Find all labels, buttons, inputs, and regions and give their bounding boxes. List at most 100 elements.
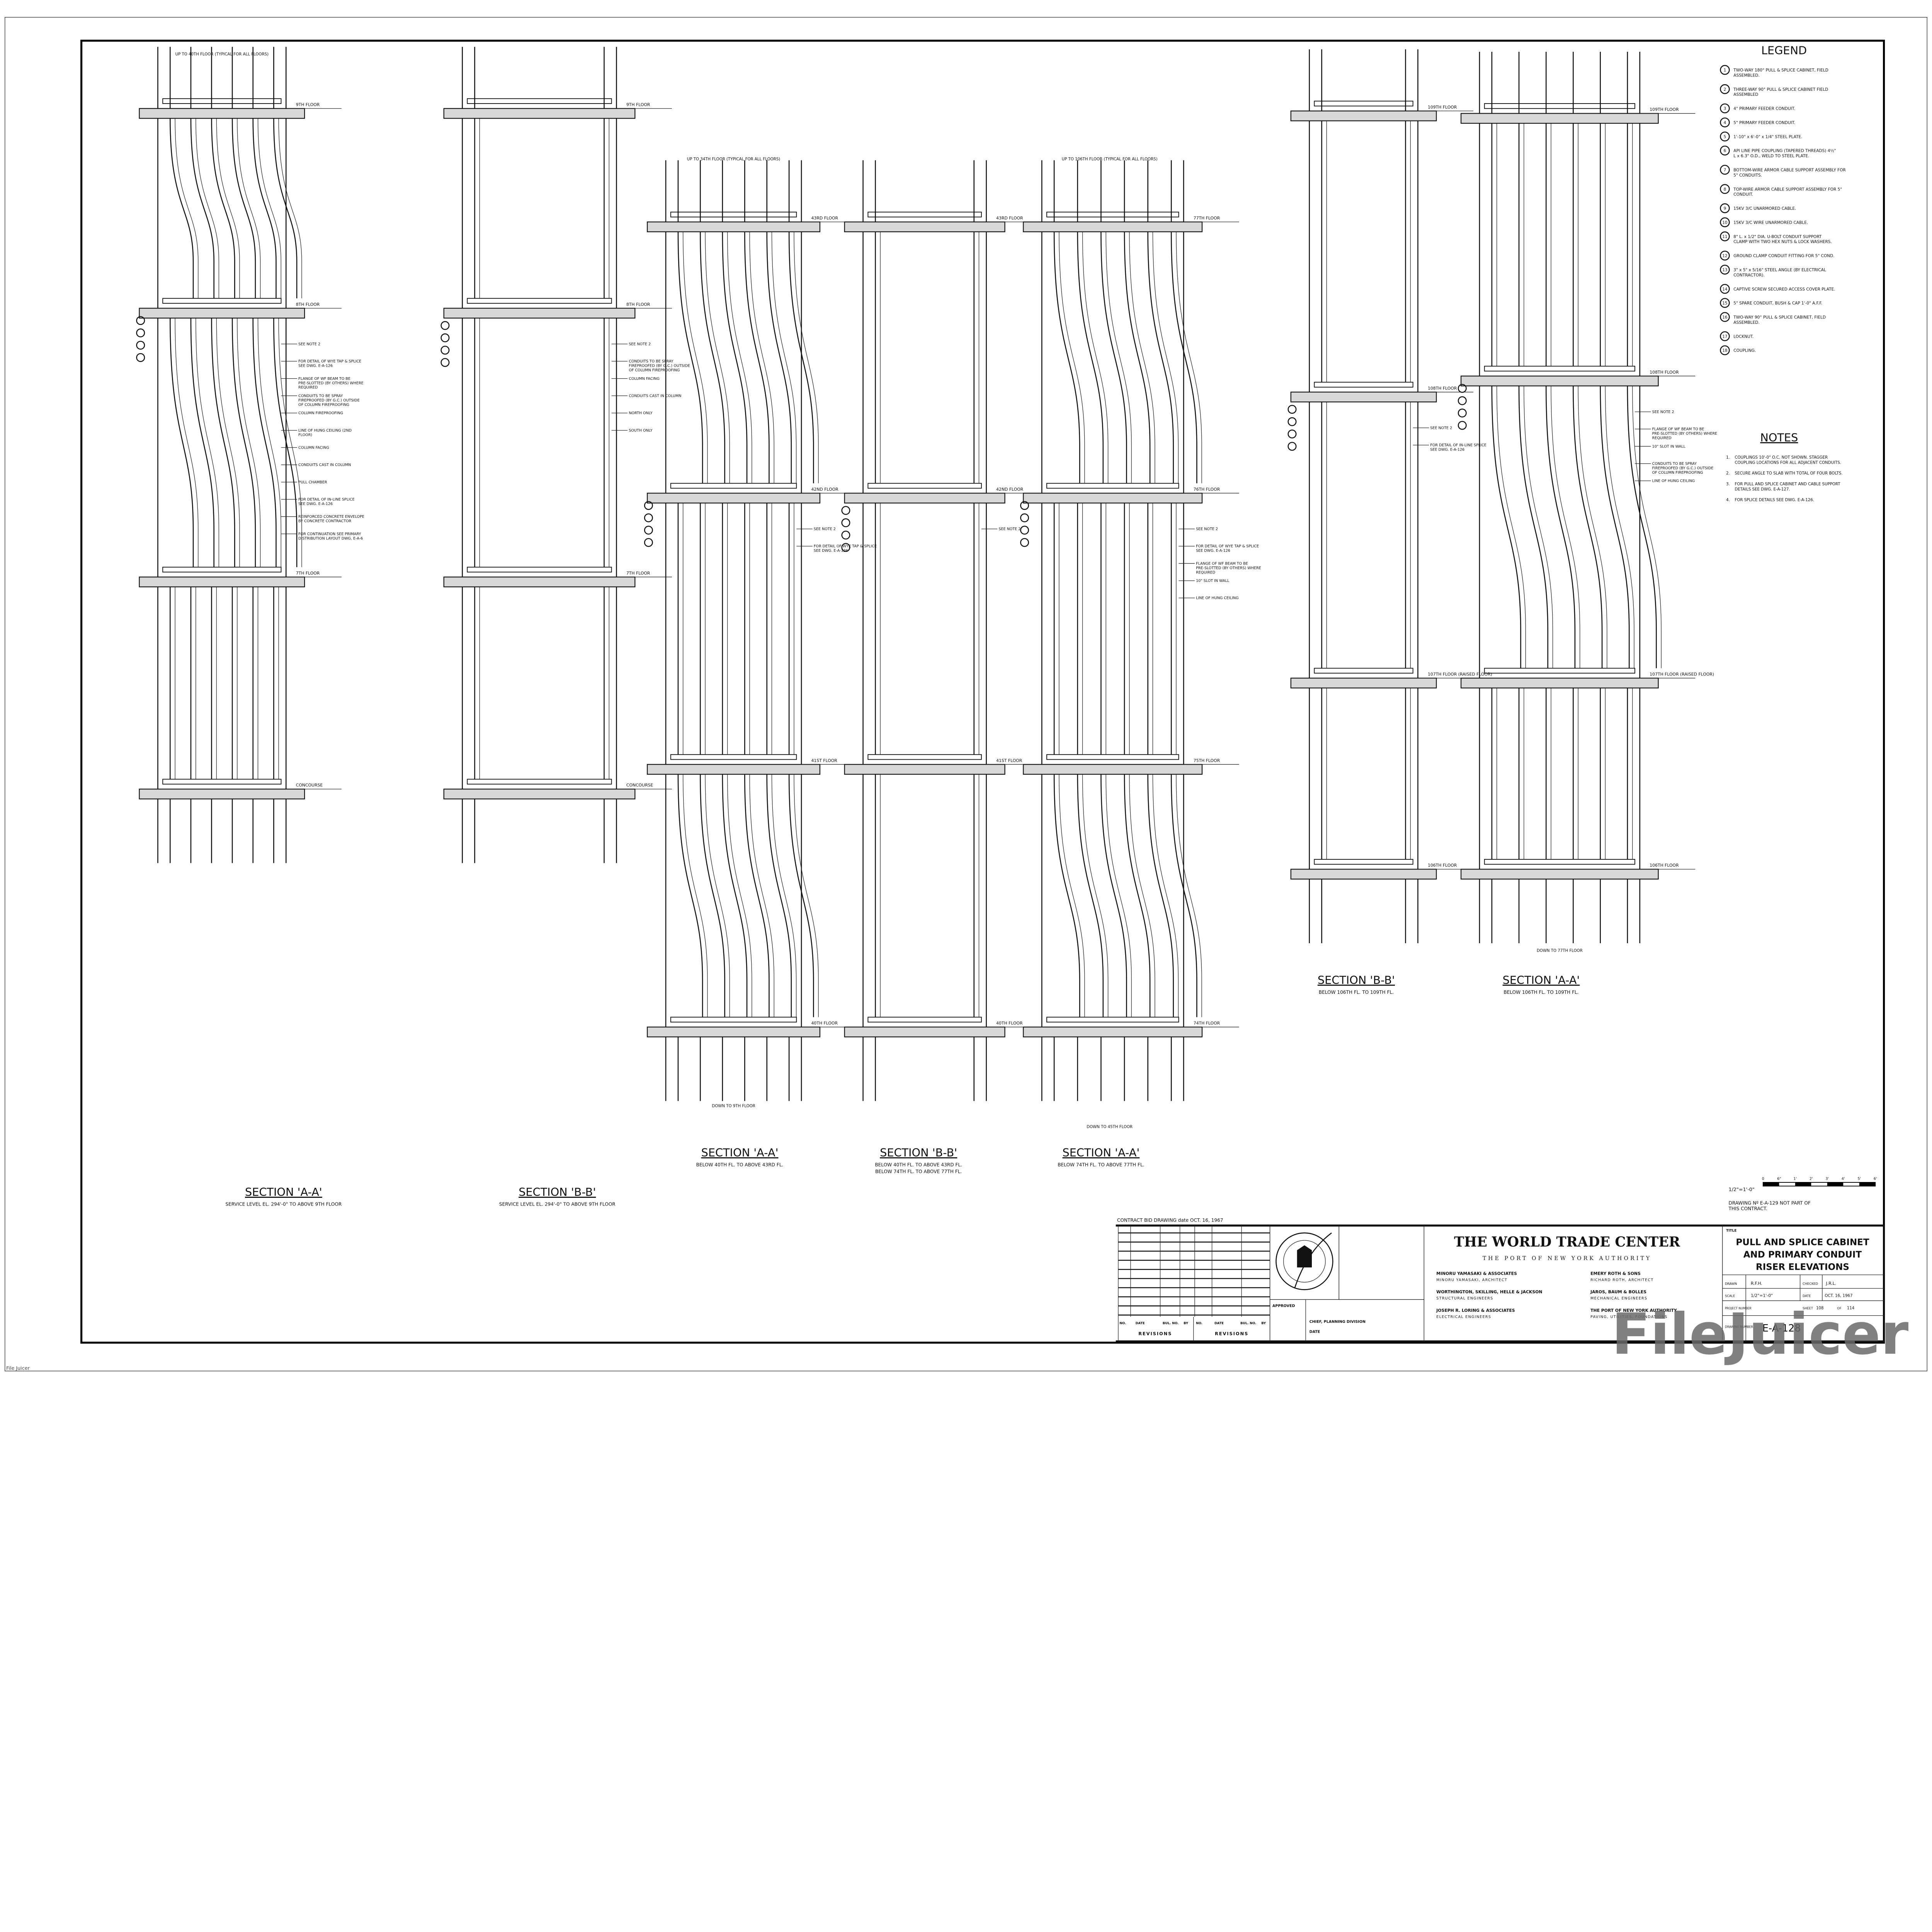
callout-bubble-icon xyxy=(1720,250,1730,261)
callout-bubble-icon xyxy=(1020,513,1029,522)
floor-label: CONCOURSE xyxy=(626,783,653,788)
conduit xyxy=(766,231,792,483)
sheet-number: 108 xyxy=(1816,1306,1823,1311)
scale-bar-label: 1/2"=1'-0" xyxy=(1729,1187,1755,1192)
callout-text: CONDUITS CAST IN COLUMN xyxy=(298,463,351,467)
callout-bubble-icon xyxy=(1720,165,1730,175)
floor-label: 76TH FLOOR xyxy=(1194,487,1220,492)
conduit xyxy=(273,118,298,299)
floor-label: 41ST FLOOR xyxy=(996,758,1022,763)
firm-role: STRUCTURAL ENGINEERS xyxy=(1436,1296,1493,1301)
sheet-of-label: OF xyxy=(1837,1306,1842,1310)
conduit xyxy=(677,231,703,483)
floor-label: 106TH FLOOR xyxy=(1428,863,1457,868)
splice-cabinet xyxy=(162,98,282,104)
floor-slab xyxy=(1023,221,1203,232)
conduit xyxy=(190,118,214,299)
top-note: UP TO 34TH FLOOR (TYPICAL FOR ALL FLOORS… xyxy=(687,157,780,162)
scale-tick-label: 5' xyxy=(1857,1177,1861,1181)
sheet-label: SHEET xyxy=(1803,1306,1813,1310)
note-number: 3. xyxy=(1726,482,1730,486)
callout-bubble-icon xyxy=(841,543,850,552)
conduit xyxy=(1573,386,1603,668)
floor-slab xyxy=(647,764,821,775)
section-title: SECTION 'B-B' xyxy=(880,1146,957,1159)
splice-cabinet xyxy=(1314,668,1413,674)
splice-cabinet xyxy=(670,754,797,760)
floor-label: 43RD FLOOR xyxy=(996,216,1023,221)
floor-label: 40TH FLOOR xyxy=(811,1021,838,1026)
floor-label: 109TH FLOOR xyxy=(1650,107,1679,112)
revision-column-header: BUL. NO. xyxy=(1240,1321,1256,1325)
conduit xyxy=(1100,231,1127,483)
section-subtitle: BELOW 40TH FL. TO ABOVE 43RD FL. xyxy=(696,1162,784,1168)
floor-label: 107TH FLOOR (RAISED FLOOR) xyxy=(1650,672,1714,677)
conduit xyxy=(1147,231,1174,483)
callout-bubble-icon xyxy=(644,538,653,547)
section-subtitle: BELOW 40TH FL. TO ABOVE 43RD FL. xyxy=(875,1162,962,1168)
callout-bubble-icon xyxy=(1458,396,1467,405)
callout-bubble-icon xyxy=(136,340,145,350)
legend-number: 10 xyxy=(1722,220,1727,225)
conduit xyxy=(677,774,703,1017)
callout-bubble-icon xyxy=(1287,417,1297,426)
legend-text: BOTTOM-WIRE ARMOR CABLE SUPPORT ASSEMBLY… xyxy=(1733,168,1846,178)
callout-bubble-icon xyxy=(644,526,653,535)
legend-number: 9 xyxy=(1724,206,1726,211)
floor-slab xyxy=(1023,764,1203,775)
callout-bubble-icon xyxy=(644,513,653,522)
callout-text: SEE NOTE 2 xyxy=(298,342,320,346)
callout-bubble-icon xyxy=(136,328,145,338)
revisions-label: REVISIONS xyxy=(1215,1331,1248,1337)
revision-column-header: DATE xyxy=(1136,1321,1145,1325)
floor-slab xyxy=(443,577,636,587)
conduit xyxy=(700,231,725,483)
legend-number: 15 xyxy=(1722,301,1727,306)
floor-slab xyxy=(139,108,305,119)
legend-number: 13 xyxy=(1722,268,1727,272)
conduit xyxy=(252,118,277,299)
floor-slab xyxy=(1460,869,1659,880)
drawing-border xyxy=(80,39,1885,1344)
legend-number: 3 xyxy=(1724,107,1726,111)
callout-bubble-icon xyxy=(1720,298,1730,308)
splice-cabinet xyxy=(1314,859,1413,865)
callout-bubble-icon xyxy=(1287,429,1297,439)
firm-role: RICHARD ROTH, ARCHITECT xyxy=(1590,1278,1653,1282)
legend-text: CAPTIVE SCREW SECURED ACCESS COVER PLATE… xyxy=(1733,287,1835,292)
floor-slab xyxy=(1023,1026,1203,1037)
conduit xyxy=(788,774,814,1017)
conduit xyxy=(722,774,748,1017)
conduit xyxy=(788,231,814,483)
notes: NOTES 1.COUPLINGS 10'-0" O.C. NOT SHOWN.… xyxy=(1726,431,1842,502)
floor-slab xyxy=(1290,677,1437,689)
callout-bubble-icon xyxy=(136,353,145,362)
scale-tick-label: 3' xyxy=(1825,1177,1829,1181)
callout-bubble-icon xyxy=(1720,345,1730,355)
splice-cabinet xyxy=(467,779,612,785)
floor-slab xyxy=(1290,111,1437,121)
legend-text: THREE-WAY 90° PULL & SPLICE CABINET FIEL… xyxy=(1733,87,1828,97)
bottom-note: DOWN TO 77TH FLOOR xyxy=(1537,949,1583,953)
callout-text: COLUMN FACING xyxy=(298,446,329,450)
scale-tick-label: 4' xyxy=(1842,1177,1845,1181)
conduit xyxy=(744,774,770,1017)
callout-bubble-icon xyxy=(136,316,145,325)
section-title: SECTION 'A-A' xyxy=(1503,973,1580,986)
